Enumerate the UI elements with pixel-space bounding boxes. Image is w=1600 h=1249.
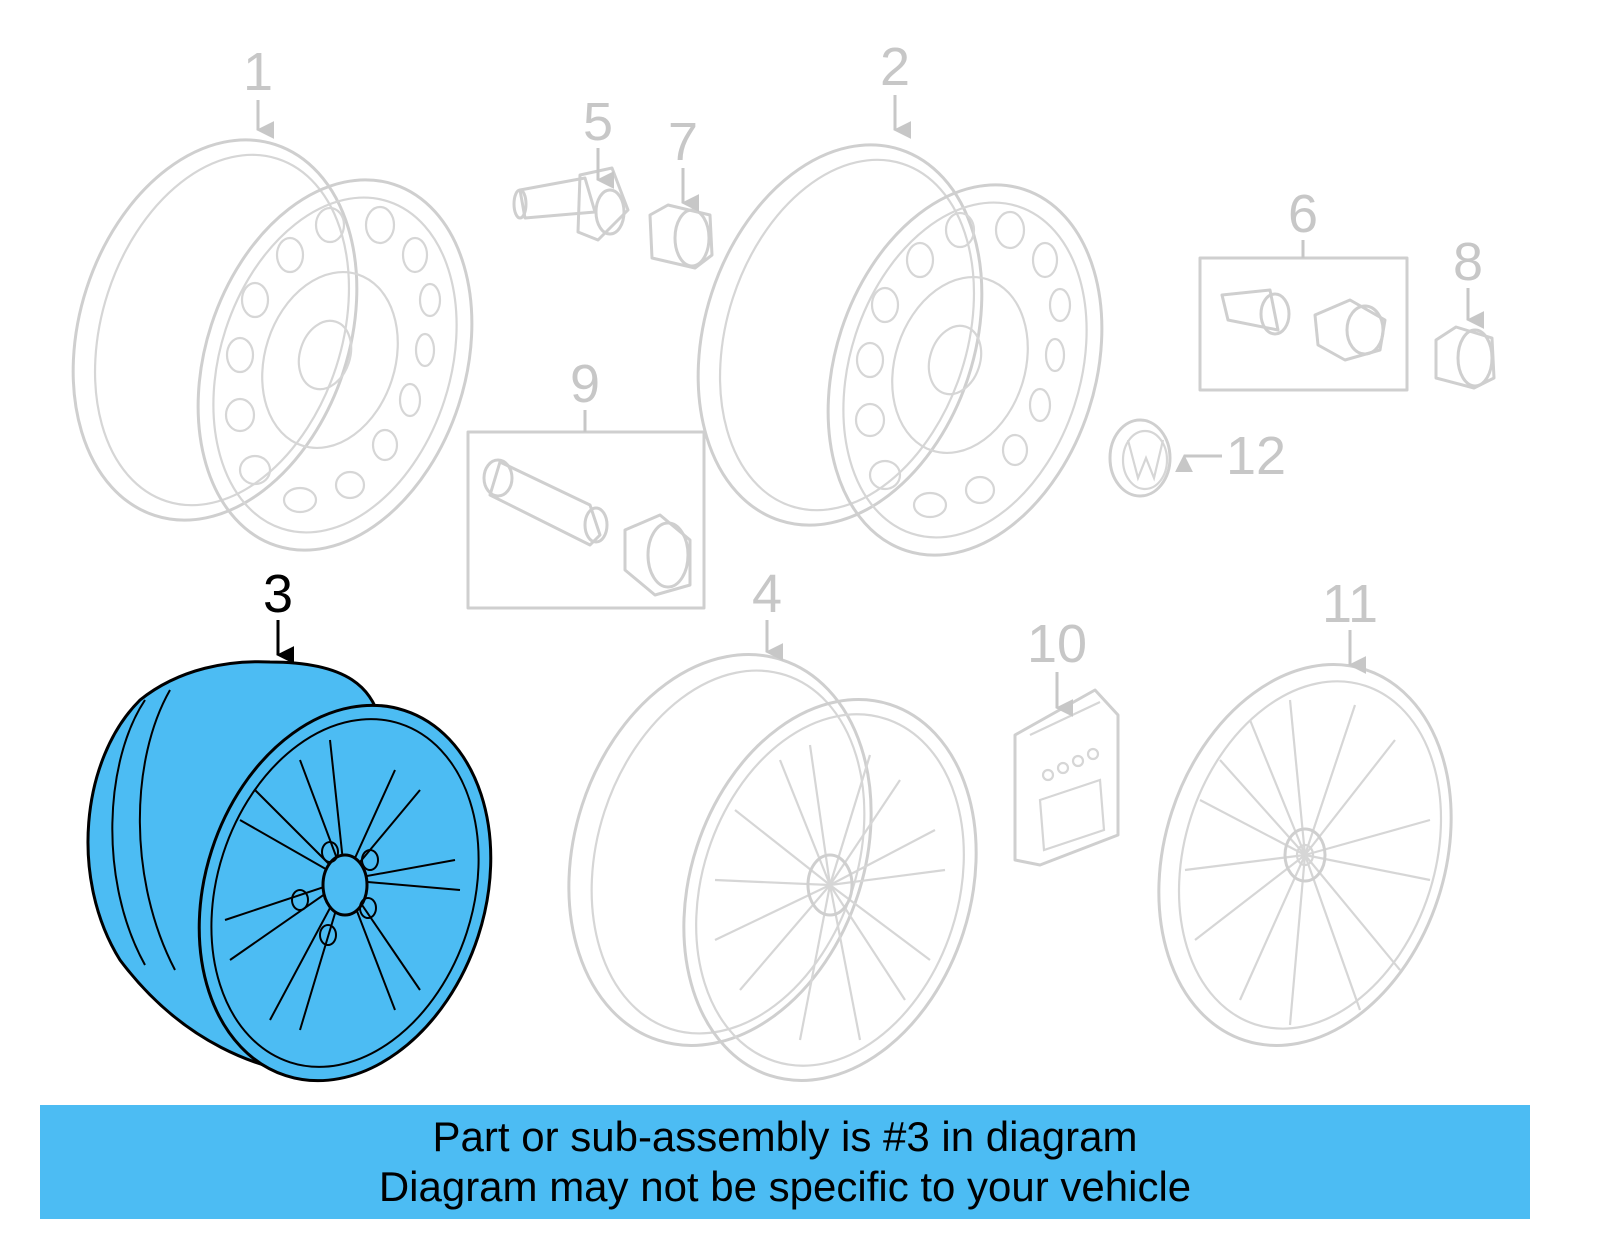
cap-part-8[interactable]	[1434, 325, 1496, 390]
callout-12: 12	[1226, 426, 1286, 486]
label-part-10[interactable]	[1013, 688, 1120, 867]
center-cap-part-12[interactable]	[1108, 418, 1172, 498]
wheel-cover-part-11[interactable]	[1112, 626, 1499, 1083]
callout-7: 7	[668, 112, 698, 172]
steel-wheel-part-2[interactable]	[651, 108, 1147, 591]
callout-2: 2	[880, 37, 910, 97]
callout-11: 11	[1322, 574, 1378, 634]
banner-line-2: Diagram may not be specific to your vehi…	[378, 1163, 1192, 1210]
alloy-wheel-part-3[interactable]	[86, 660, 537, 1119]
callout-6: 6	[1288, 184, 1318, 244]
callout-8: 8	[1453, 232, 1483, 292]
callout-3: 3	[263, 564, 293, 624]
banner-line-1: Part or sub-assembly is #3 in diagram	[432, 1113, 1138, 1160]
callout-1: 1	[243, 42, 273, 102]
alloy-wheel-part-4[interactable]	[520, 615, 1023, 1119]
wheel-bolt-part-5[interactable]	[512, 166, 630, 242]
callout-10: 10	[1027, 614, 1087, 674]
cap-part-7[interactable]	[648, 203, 714, 270]
steel-wheel-part-1[interactable]	[26, 103, 517, 586]
valve-stem-kit-part-9[interactable]	[466, 430, 706, 610]
callout-5: 5	[583, 92, 613, 152]
callout-9: 9	[570, 354, 600, 414]
bolt-kit-part-6[interactable]	[1198, 256, 1409, 392]
callout-4: 4	[752, 564, 782, 624]
info-banner: Part or sub-assembly is #3 in diagram Di…	[40, 1105, 1530, 1219]
